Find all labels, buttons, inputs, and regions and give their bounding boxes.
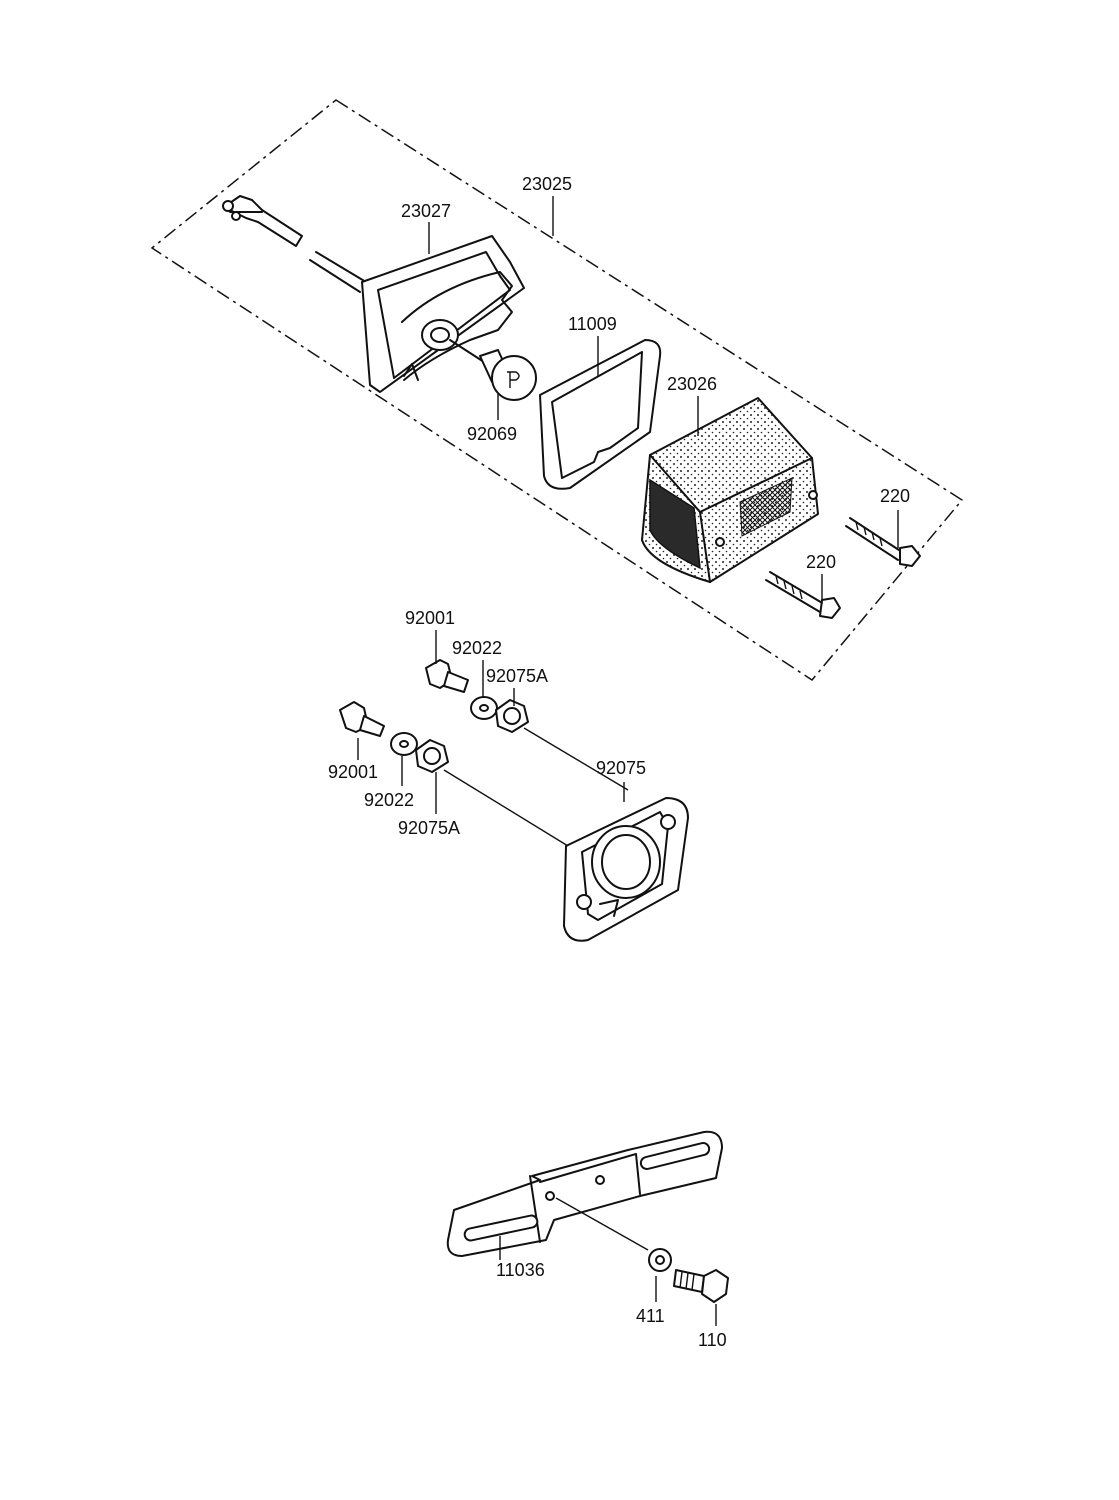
- lens-housing-23026: [641, 397, 819, 583]
- screw-220-lower: [765, 571, 841, 619]
- label-92069: 92069: [467, 424, 517, 444]
- label-23025: 23025: [522, 174, 572, 194]
- bracket-11036: [446, 1130, 723, 1257]
- grommet-92075A-upper: [495, 699, 529, 733]
- label-92022-lower: 92022: [364, 790, 414, 810]
- part-labels: 23025 23027 11009 23026 92069 220 220 92…: [328, 174, 910, 1350]
- label-11036: 11036: [496, 1260, 545, 1280]
- washer-92022-lower: [390, 732, 418, 756]
- label-23026: 23026: [667, 374, 717, 394]
- label-11009: 11009: [568, 314, 617, 334]
- washer-92022-upper: [470, 696, 498, 720]
- washer-411: [648, 1248, 672, 1272]
- label-92075: 92075: [596, 758, 646, 778]
- wire-harness: [222, 195, 367, 293]
- label-92001-lower: 92001: [328, 762, 378, 782]
- lamp-base-23027: [361, 235, 525, 393]
- bolt-92001-upper: [425, 659, 469, 693]
- label-92022-upper: 92022: [452, 638, 502, 658]
- label-92001-upper: 92001: [405, 608, 455, 628]
- label-92075A-upper: 92075A: [486, 666, 548, 686]
- label-92075A-lower: 92075A: [398, 818, 460, 838]
- bolt-110: [673, 1269, 729, 1303]
- label-411: 411: [636, 1306, 665, 1326]
- label-23027: 23027: [401, 201, 451, 221]
- bulb-92069: [449, 339, 537, 401]
- leader-lines: [357, 196, 899, 1326]
- grommet-92075A-lower: [415, 739, 449, 773]
- damper-base-92075: [563, 797, 689, 942]
- label-110: 110: [698, 1330, 727, 1350]
- assembly-boundary-23025: [150, 99, 964, 681]
- label-220-lower: 220: [806, 552, 836, 572]
- bolt-92001-lower: [339, 701, 385, 737]
- gasket-11009: [539, 339, 662, 490]
- screw-220-upper: [845, 517, 921, 567]
- label-220-upper: 220: [880, 486, 910, 506]
